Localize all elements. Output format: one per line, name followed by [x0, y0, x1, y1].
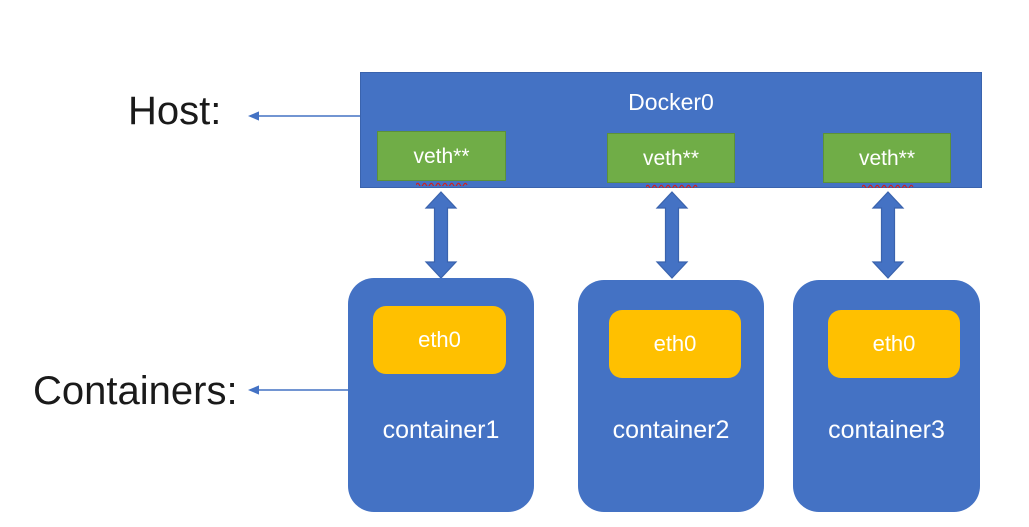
eth0-box-2: eth0	[609, 310, 741, 378]
spellcheck-squiggle-1	[416, 182, 468, 186]
veth-label-3: veth**	[858, 146, 916, 170]
container-name-1: container1	[382, 416, 500, 444]
eth0-label-1: eth0	[418, 327, 461, 352]
eth0-label-2: eth0	[653, 331, 697, 356]
container-box-1: eth0 container1	[348, 278, 534, 512]
host-label: Host:	[128, 89, 222, 133]
veth-eth0-link-arrow-1	[424, 191, 458, 279]
container-box-2: eth0 container2	[578, 280, 764, 512]
veth-eth0-link-arrow-2	[655, 191, 689, 279]
veth-box-2: veth**	[607, 133, 735, 188]
container-name-3: container3	[828, 416, 945, 444]
containers-pointer-arrow	[248, 385, 362, 395]
spellcheck-squiggle-2	[646, 184, 698, 188]
container-box-3: eth0 container3	[793, 280, 980, 512]
veth-box-1: veth**	[377, 131, 506, 186]
docker0-title: Docker0	[628, 89, 714, 115]
host-pointer-arrow	[248, 111, 362, 121]
containers-label: Containers:	[33, 369, 238, 413]
container-name-2: container2	[612, 416, 730, 444]
eth0-label-3: eth0	[872, 331, 916, 356]
veth-box-3: veth**	[823, 133, 951, 188]
eth0-box-3: eth0	[828, 310, 960, 378]
veth-label-2: veth**	[642, 146, 700, 170]
spellcheck-squiggle-3	[862, 184, 914, 188]
veth-eth0-link-arrow-3	[871, 191, 905, 279]
eth0-box-1: eth0	[373, 306, 506, 374]
veth-label-1: veth**	[413, 144, 470, 168]
